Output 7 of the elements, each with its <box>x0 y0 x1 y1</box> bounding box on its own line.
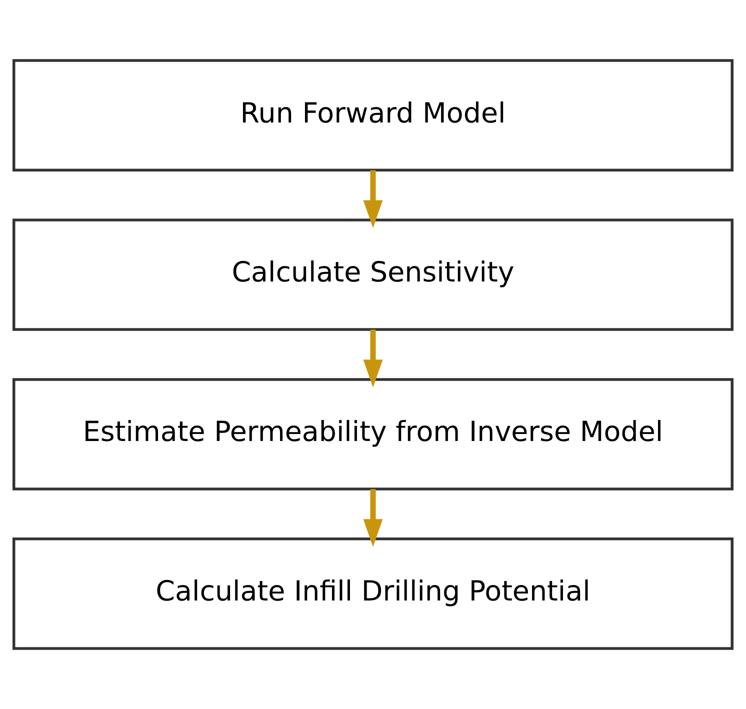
node-box: Calculate Infill Drilling Potential <box>12 538 734 650</box>
arrow <box>363 330 383 388</box>
arrow <box>363 170 383 228</box>
node-box: Calculate Sensitivity <box>12 218 734 331</box>
node-box: Estimate Permeability from Inverse Model <box>12 378 734 490</box>
node-box: Run Forward Model <box>12 59 734 172</box>
arrow <box>363 489 383 547</box>
